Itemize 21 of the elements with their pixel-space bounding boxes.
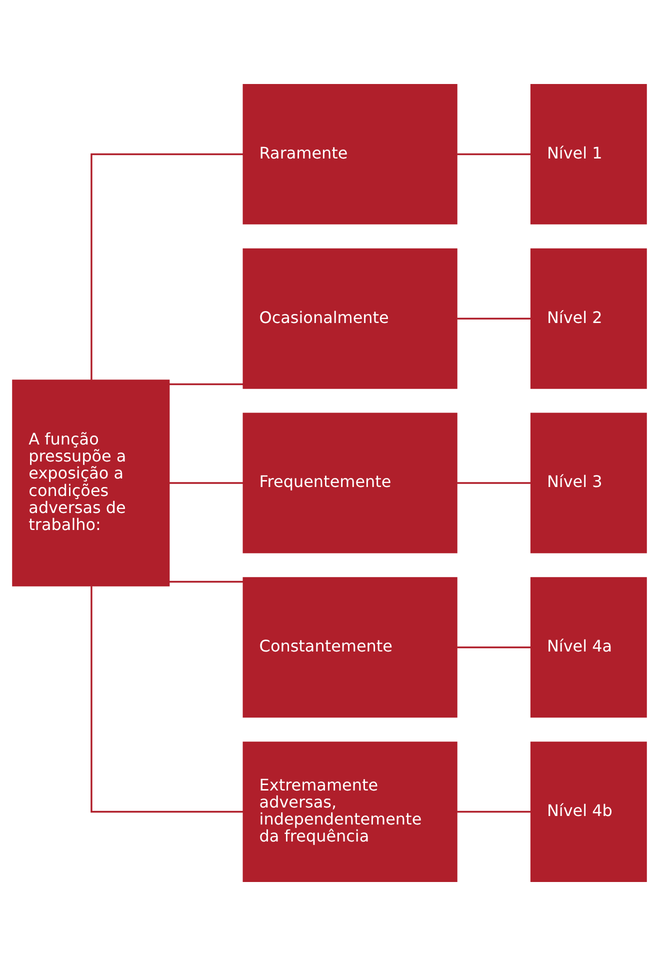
node-box: Nível 4b [530,741,647,882]
node-box: Ocasionalmente [242,248,458,388]
connector [90,586,243,812]
connector [457,646,531,648]
node-box: Nível 2 [530,248,647,388]
node-box: Constantemente [242,576,458,718]
node-box: Nível 4a [530,576,647,718]
connector [169,482,244,484]
node-box: Raramente [242,84,458,224]
node-box: Nível 3 [530,412,647,553]
connector [457,317,531,319]
node-box: Extremamente adversas, independentemente da frequência [242,741,458,882]
connector [169,580,244,582]
connector [457,810,531,812]
node-box: A função pressupõe a exposição a condições adversas de trabalho: [12,379,170,586]
connector [457,482,531,484]
connector [457,152,531,155]
node-box: Nível 1 [530,84,647,224]
node-box: Frequentemente [242,412,458,553]
connector [169,382,244,385]
connector [90,152,243,380]
